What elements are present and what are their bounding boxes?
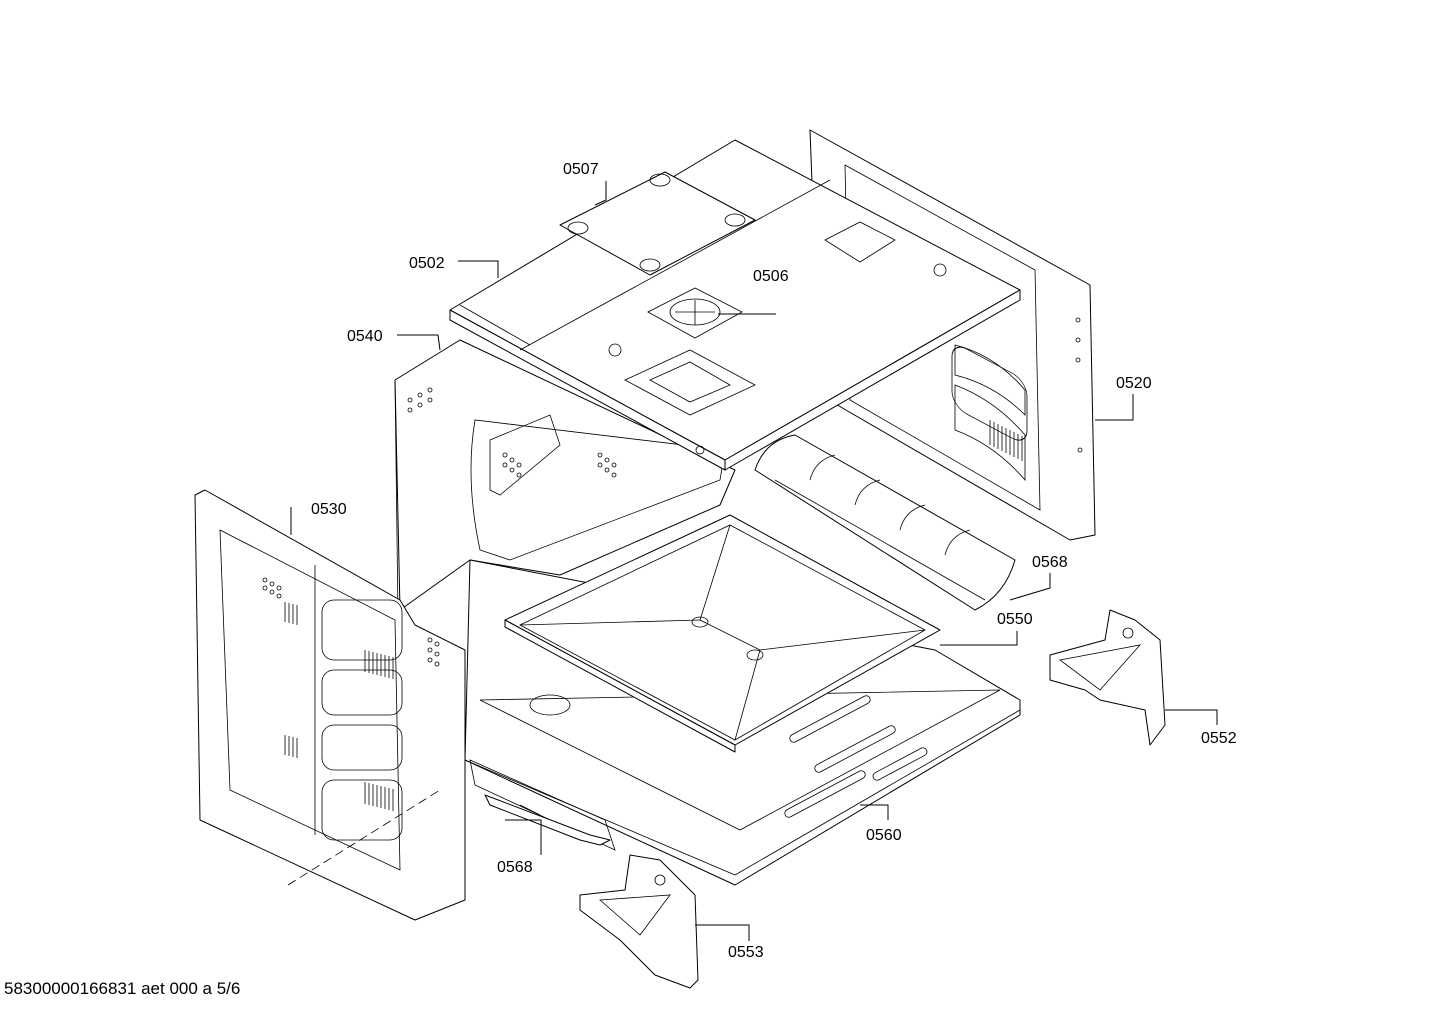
duct-0568-upper bbox=[754, 434, 1016, 611]
drawing-reference-footer: 58300000166831 aet 000 a 5/6 bbox=[4, 979, 241, 998]
label-0550: 0550 bbox=[997, 611, 1033, 628]
label-0506: 0506 bbox=[753, 268, 789, 285]
part-labels: 0507 0502 0506 0540 0520 0530 0568 0550 … bbox=[311, 161, 1237, 961]
label-0560: 0560 bbox=[866, 827, 902, 844]
label-0553: 0553 bbox=[728, 944, 764, 961]
label-0502: 0502 bbox=[409, 255, 445, 272]
leader-lines bbox=[290, 181, 1218, 941]
cover-plate-0507 bbox=[559, 171, 756, 276]
front-panel-0530 bbox=[194, 489, 466, 921]
label-0568-lower: 0568 bbox=[497, 859, 533, 876]
label-0507: 0507 bbox=[563, 161, 599, 178]
fan-part-0506 bbox=[624, 287, 756, 416]
label-0530: 0530 bbox=[311, 501, 347, 518]
label-0568-upper: 0568 bbox=[1032, 554, 1068, 571]
label-0540: 0540 bbox=[347, 328, 383, 345]
side-panel-0540 bbox=[394, 339, 736, 616]
top-cover-0502 bbox=[449, 139, 1021, 471]
bracket-0552 bbox=[1049, 609, 1166, 746]
label-0552: 0552 bbox=[1201, 730, 1237, 747]
bracket-0553 bbox=[579, 854, 699, 989]
bottom-plate-0550 bbox=[504, 514, 941, 753]
label-0520: 0520 bbox=[1116, 375, 1152, 392]
duct-0568-lower bbox=[484, 794, 611, 846]
